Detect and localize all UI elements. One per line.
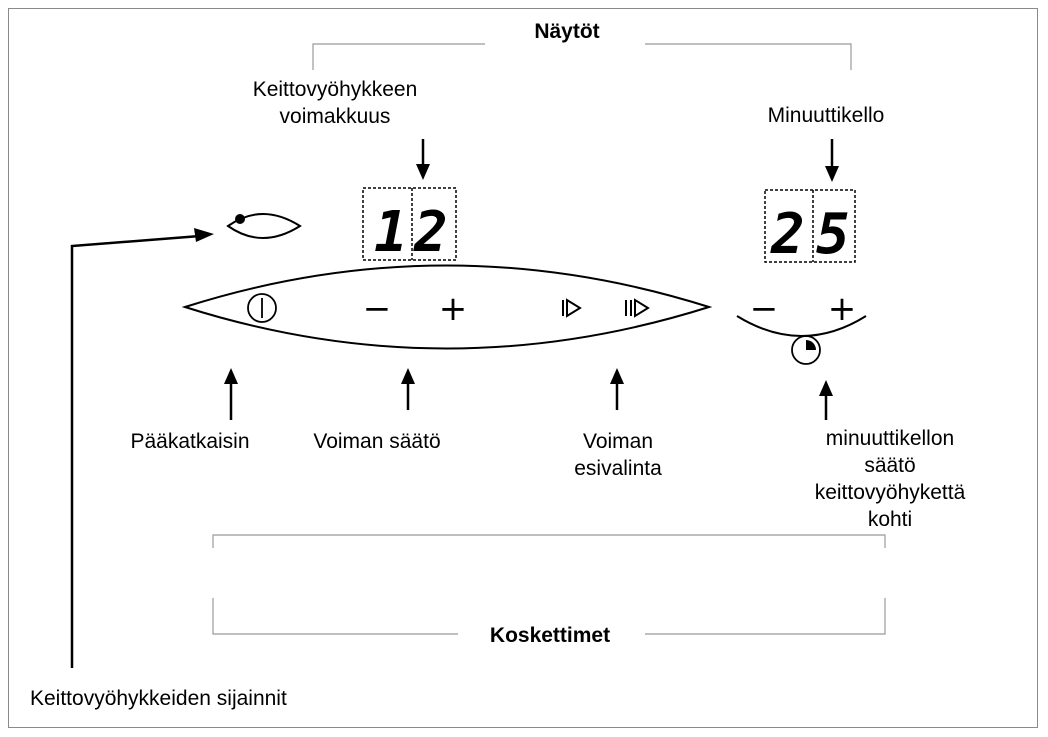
power-adjust-label: Voiman säätö bbox=[313, 430, 441, 453]
display-arrows bbox=[421, 139, 834, 170]
timer-zone-button[interactable] bbox=[791, 335, 821, 365]
minus-icon: − bbox=[363, 289, 392, 329]
main-switch-label: Pääkatkaisin bbox=[130, 430, 250, 453]
plus-icon: + bbox=[439, 289, 468, 329]
power-adjust-arrowhead bbox=[401, 368, 415, 384]
timer-plus-button[interactable]: + bbox=[828, 289, 857, 329]
minus-icon: − bbox=[750, 289, 779, 329]
preselect-button-2[interactable] bbox=[625, 298, 650, 318]
timer-minus-button[interactable]: − bbox=[750, 289, 779, 329]
preselect-button-1[interactable] bbox=[562, 298, 582, 318]
power-display-arrowhead bbox=[416, 164, 430, 180]
zone-positions-arrowhead bbox=[194, 228, 214, 242]
power-minus-button[interactable]: − bbox=[363, 289, 392, 329]
displays-title: Näytöt bbox=[534, 20, 600, 43]
power-display: 1 2 bbox=[362, 187, 457, 265]
power-digit-1: 1 bbox=[374, 200, 408, 265]
timer-clock-icon bbox=[791, 335, 821, 365]
minute-timer-label: Minuuttikello bbox=[767, 104, 885, 127]
zone-positions-label: Keittovyöhykkeiden sijainnit bbox=[30, 687, 287, 710]
timer-adjust-label: minuuttikellon säätö keittovyöhykettä ko… bbox=[814, 427, 966, 531]
timer-digit-2: 5 bbox=[816, 202, 850, 267]
play-icon bbox=[566, 298, 582, 318]
plus-icon: + bbox=[828, 289, 857, 329]
main-switch-button[interactable] bbox=[247, 293, 277, 323]
controls-bracket bbox=[212, 534, 886, 635]
fast-forward-icon bbox=[634, 298, 650, 318]
controls-title: Koskettimet bbox=[489, 624, 611, 647]
zone-position-icon bbox=[226, 213, 302, 239]
diagram-frame bbox=[8, 8, 1038, 728]
power-digit-2: 2 bbox=[413, 200, 448, 265]
zone-power-label: Keittovyöhykkeen voimakkuus bbox=[252, 78, 418, 128]
preselect-arrowhead bbox=[610, 368, 624, 384]
control-panel bbox=[181, 264, 713, 350]
timer-display: 2 5 bbox=[764, 189, 856, 267]
timer-digit-1: 2 bbox=[770, 202, 805, 267]
power-plus-button[interactable]: + bbox=[439, 289, 468, 329]
control-arrows bbox=[229, 384, 828, 420]
timer-adjust-arrowhead bbox=[819, 380, 833, 396]
timer-display-arrowhead bbox=[825, 166, 839, 182]
zone-positions-leader bbox=[70, 234, 201, 668]
main-switch-arrowhead bbox=[224, 368, 238, 384]
power-preselect-label: Voiman esivalinta bbox=[574, 430, 662, 480]
power-icon bbox=[247, 293, 277, 323]
displays-bracket bbox=[312, 43, 852, 70]
